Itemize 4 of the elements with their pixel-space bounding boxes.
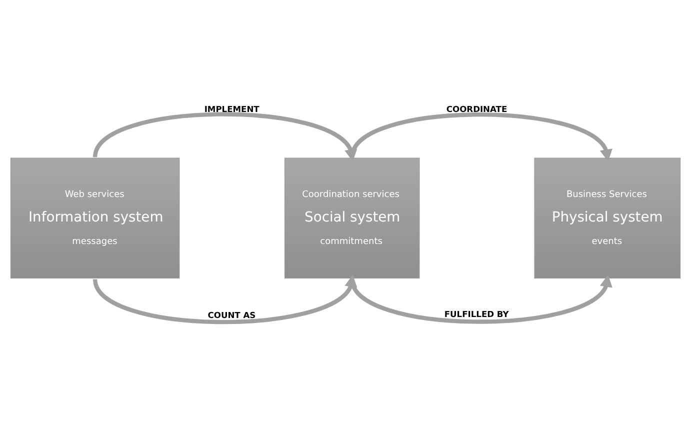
edge-label: COORDINATE [446, 104, 508, 114]
edge-label: IMPLEMENT [204, 104, 260, 114]
edge-label: FULFILLED BY [444, 309, 509, 320]
edge-label: COUNT AS [208, 310, 256, 320]
